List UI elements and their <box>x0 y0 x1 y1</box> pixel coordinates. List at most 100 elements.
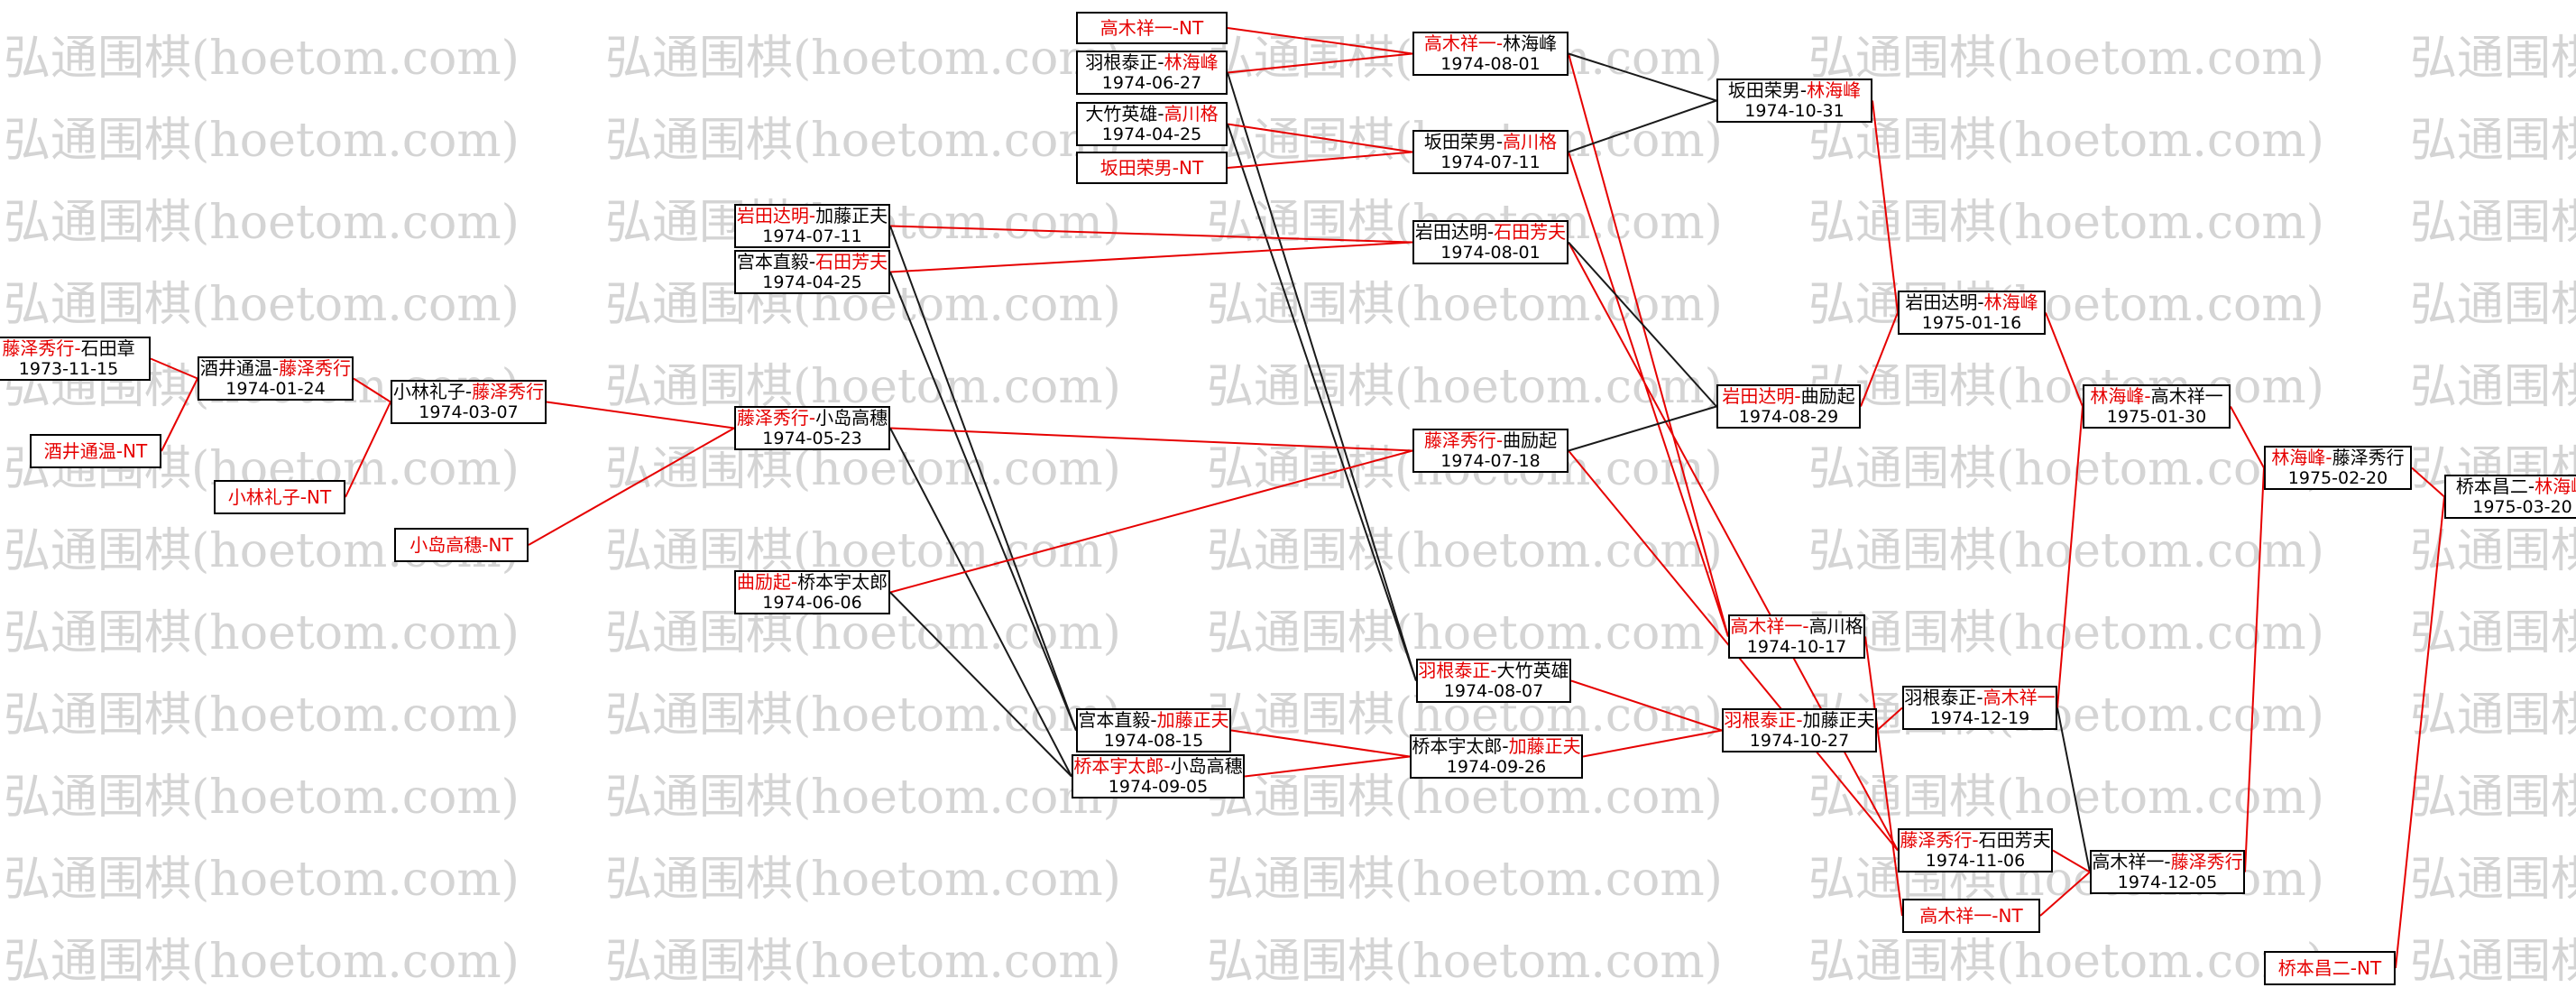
match-date: 1974-09-26 <box>1446 757 1547 777</box>
connector-winner-line <box>1860 312 1899 407</box>
match-box-n15[interactable]: 小林礼子-NT <box>214 480 345 514</box>
match-date: 1974-11-06 <box>1925 851 2026 871</box>
player-name: NT <box>123 439 148 462</box>
player-name: 桥本宇太郎- <box>1412 735 1509 757</box>
player-name: 大竹英雄 <box>1496 660 1569 681</box>
connector-winner-line <box>1872 100 1899 313</box>
connector-winner-line <box>1864 636 1903 917</box>
match-box-n35[interactable]: 桥本昌二-NT <box>2264 951 2396 985</box>
match-box-n04[interactable]: 坂田荣男-NT <box>1076 152 1228 184</box>
player-name: 曲励起- <box>736 571 798 593</box>
connector-winner-line <box>1227 27 1413 55</box>
player-name: 石田芳夫 <box>1978 829 2051 851</box>
player-name: 高木祥一- <box>1099 16 1180 39</box>
player-name: 岩田达明- <box>1905 291 1984 313</box>
match-players: 小林礼子-藤泽秀行 <box>393 382 544 402</box>
player-name: 小林礼子- <box>227 485 308 508</box>
connector-winner-line <box>546 401 735 429</box>
match-date: 1974-08-01 <box>1440 243 1541 263</box>
connector-winner-line <box>2395 496 2445 969</box>
match-players: 宫本直毅-石田芳夫 <box>737 252 888 272</box>
match-players: 高木祥一-藤泽秀行 <box>2092 852 2242 872</box>
player-name: 高木祥一- <box>1423 32 1504 54</box>
match-players: 林海峰-藤泽秀行 <box>2271 448 2404 468</box>
player-name: 藤泽秀行 <box>2332 447 2405 468</box>
connector-winner-line <box>1227 123 1413 153</box>
player-name: 酒井通温- <box>199 357 280 379</box>
match-box-n33[interactable]: 高木祥一-NT <box>1902 899 2040 933</box>
player-name: NT <box>1179 16 1204 39</box>
match-date: 1974-07-11 <box>1440 152 1541 172</box>
player-name: 林海峰 <box>1807 79 1862 101</box>
player-name: 加藤正夫 <box>1156 709 1229 731</box>
player-name: 坂田荣男- <box>1099 156 1180 179</box>
match-players: 高木祥一-林海峰 <box>1424 33 1557 54</box>
match-players: 藤泽秀行-小岛高穗 <box>737 408 888 429</box>
player-name: 林海峰 <box>2535 475 2576 497</box>
connector-loser-line <box>2056 707 2091 872</box>
connector-winner-line <box>889 449 1413 594</box>
match-box-n13[interactable]: 酒井通温-NT <box>30 434 161 468</box>
connector-winner-line <box>1568 152 1729 637</box>
match-players: 酒井通温-NT <box>44 439 148 462</box>
connector-loser-line <box>1568 52 1717 102</box>
player-name: 曲励起 <box>1503 429 1558 451</box>
match-date: 1975-02-20 <box>2287 468 2388 488</box>
match-box-n01[interactable]: 高木祥一-NT <box>1076 12 1228 44</box>
player-name: 小岛高穗 <box>815 407 888 429</box>
match-players: 羽根泰正-林海峰 <box>1085 52 1218 73</box>
player-name: 藤泽秀行- <box>2 337 81 359</box>
player-name: NT <box>1998 904 2023 927</box>
player-name: 羽根泰正- <box>1418 660 1497 681</box>
player-name: 石田芳夫 <box>815 251 888 272</box>
match-players: 坂田荣男-高川格 <box>1424 132 1557 152</box>
match-date: 1974-10-27 <box>1749 731 1850 751</box>
connector-winner-line <box>1570 679 1723 732</box>
match-date: 1974-08-29 <box>1738 407 1839 427</box>
player-name: 高木祥一- <box>1919 904 1999 927</box>
connector-winner-line <box>1876 706 1903 732</box>
match-players: 林海峰-高木祥一 <box>2090 386 2222 407</box>
player-name: 高川格 <box>1503 131 1558 152</box>
player-name: NT <box>2357 956 2382 979</box>
match-players: 岩田达明-加藤正夫 <box>737 206 888 226</box>
match-date: 1974-01-24 <box>225 379 326 399</box>
match-box-n17[interactable]: 小岛高穗-NT <box>394 528 529 562</box>
connector-winner-line <box>1227 52 1413 74</box>
player-name: 藤泽秀行- <box>736 407 816 429</box>
match-date: 1974-08-15 <box>1103 731 1204 751</box>
match-players: 桥本昌二-林海峰 <box>2456 476 2576 497</box>
player-name: 坂田荣男- <box>1423 131 1504 152</box>
connector-winner-line <box>2056 406 2084 708</box>
match-date: 1974-08-07 <box>1443 681 1544 701</box>
